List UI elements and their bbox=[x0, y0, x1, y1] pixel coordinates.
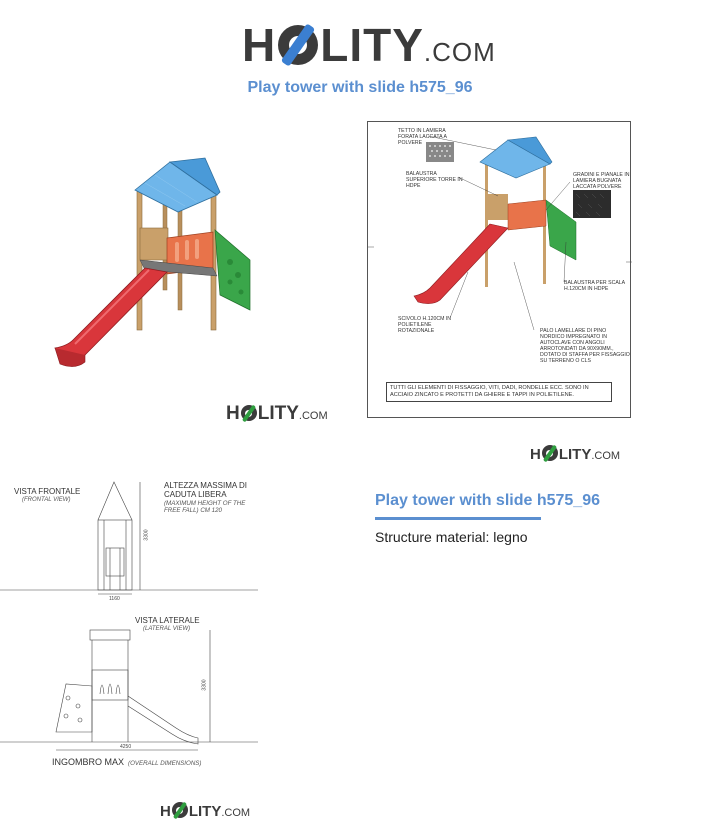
label-slide: Scivolo h.120cm in polietilene rotaziona… bbox=[398, 316, 452, 334]
structure-material: Structure material: legno bbox=[375, 529, 528, 545]
holity-logo-small[interactable]: H LITY.COM bbox=[160, 800, 250, 820]
front-view-label: Vista frontale bbox=[14, 487, 81, 496]
fall-height-label: Altezza massima di caduta libera bbox=[164, 481, 247, 499]
logo-o-icon bbox=[171, 801, 188, 819]
holity-logo-small[interactable]: H LITY.COM bbox=[226, 403, 328, 425]
product-heading: Play tower with slide h575_96 bbox=[375, 492, 600, 509]
front-view-label-en: (Frontal view) bbox=[22, 497, 71, 503]
logo-o-icon bbox=[278, 23, 319, 67]
fall-height-label-en: (Maximum height of the free fall) cm 120 bbox=[164, 500, 246, 514]
heading-underline bbox=[375, 517, 541, 520]
label-upper-rail: Balaustra superiore torre in HDPE bbox=[406, 171, 463, 189]
logo-text-lity: LITY bbox=[320, 19, 424, 71]
logo-text-com: .COM bbox=[591, 450, 621, 462]
overall-label: Ingombro max bbox=[52, 757, 125, 767]
dim-side-length: 4250 bbox=[120, 744, 132, 750]
dim-front-width: 1160 bbox=[109, 596, 120, 602]
label-ladder-rail: Balaustra per scala h.120cm in HDPE bbox=[564, 280, 625, 292]
product-image[interactable] bbox=[45, 150, 320, 375]
logo-text-h: H bbox=[242, 19, 277, 71]
logo-text-com: .COM bbox=[298, 410, 328, 422]
fixing-note: Tutti gli elementi di fissaggio, viti, d… bbox=[386, 382, 612, 402]
logo-text-lity: LITY bbox=[257, 403, 299, 424]
logo-text-lity: LITY bbox=[558, 446, 592, 463]
overall-dimensions: Ingombro max (overall dimensions) bbox=[52, 757, 202, 768]
page-title: Play tower with slide h575_96 bbox=[247, 79, 473, 96]
logo-text-lity: LITY bbox=[188, 803, 222, 820]
technical-sheet-drawing bbox=[368, 135, 632, 331]
dim-front-height: 3300 bbox=[143, 529, 150, 541]
dimension-drawings[interactable] bbox=[0, 470, 262, 770]
lateral-view-label-en: (Lateral view) bbox=[143, 626, 191, 632]
dim-side-height: 3300 bbox=[201, 679, 208, 691]
logo-text-h: H bbox=[160, 803, 171, 820]
label-post: Palo lamellare di pino nordico impregnat… bbox=[540, 328, 630, 364]
technical-sheet[interactable]: Tetto in lamiera forata laccata a polver… bbox=[367, 121, 632, 418]
label-roof: Tetto in lamiera forata laccata a polver… bbox=[398, 128, 447, 146]
overall-label-en: (overall dimensions) bbox=[128, 760, 202, 767]
logo-text-com: .COM bbox=[221, 807, 251, 819]
lateral-view-label: Vista laterale bbox=[135, 616, 200, 625]
logo-text-h: H bbox=[530, 446, 541, 463]
holity-logo[interactable]: H LITY.COM bbox=[242, 18, 496, 72]
label-steps: Gradini e pianale in lamiera bugnata lac… bbox=[573, 172, 630, 190]
logo-text-com: .COM bbox=[423, 37, 496, 67]
logo-text-h: H bbox=[226, 403, 240, 424]
logo-o-icon bbox=[240, 404, 257, 422]
logo-o-icon bbox=[541, 444, 558, 462]
holity-logo-small[interactable]: H LITY.COM bbox=[530, 443, 620, 463]
